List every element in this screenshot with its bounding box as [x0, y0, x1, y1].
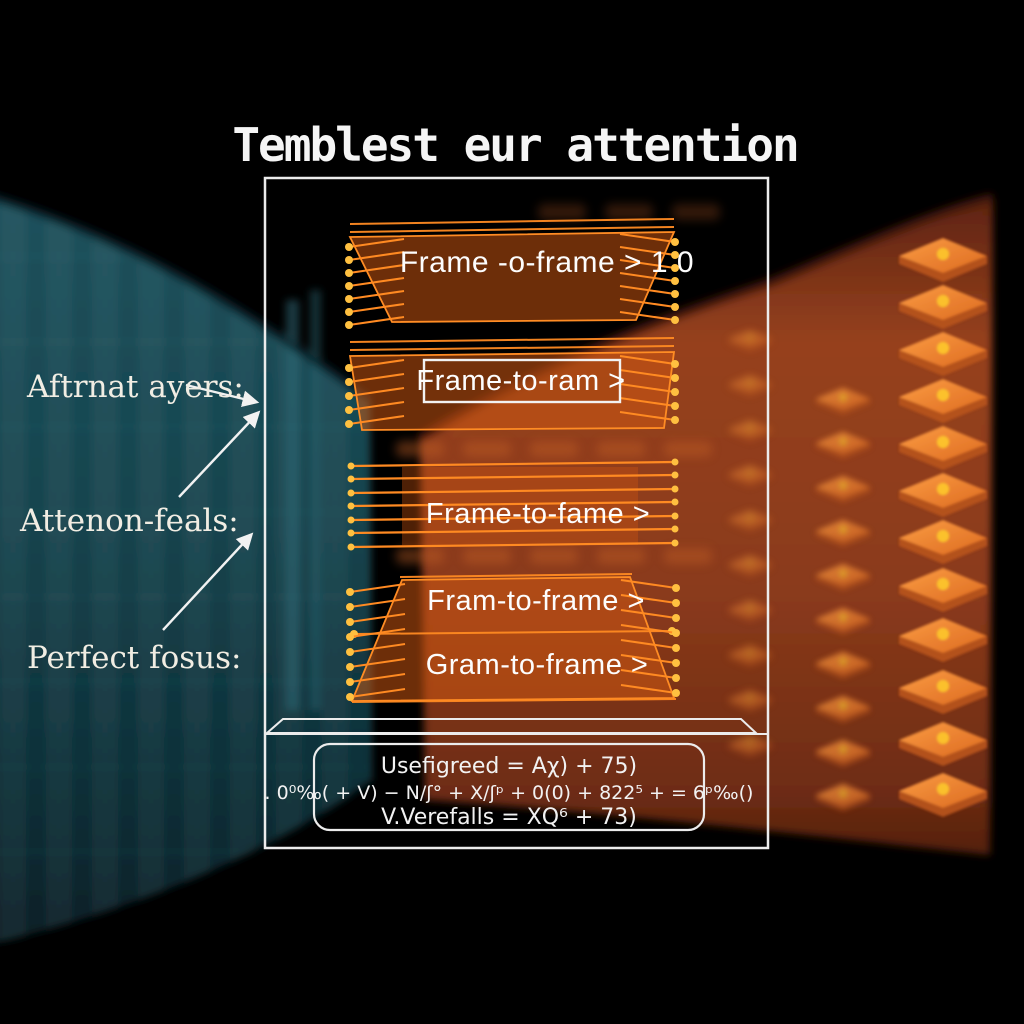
figure-title: Temblest eur attention	[232, 118, 797, 172]
arrow-2	[178, 410, 261, 498]
stack-face	[348, 231, 676, 323]
stack-rim	[349, 218, 675, 225]
annotation-arrows	[162, 383, 261, 631]
stack-rim	[349, 345, 675, 351]
dim-chip	[605, 204, 653, 220]
stack-fin	[344, 316, 405, 330]
stack-rim	[351, 698, 677, 703]
teal-wall	[0, 194, 373, 942]
arrow-1	[185, 383, 260, 407]
teal-column-bar	[286, 300, 299, 710]
formula-line-1: Usefigreed = Aχ) + 75)	[381, 754, 637, 779]
stack-rim	[399, 573, 633, 578]
teal-wall-rim	[0, 194, 373, 404]
dim-chip	[396, 441, 444, 457]
left-label-3: Perfect fosus:	[27, 640, 242, 676]
stack-face	[348, 351, 676, 431]
stack-4-label: Fram-to-frame >	[427, 585, 645, 617]
formula-box	[312, 742, 706, 832]
left-label-2: Attenon-feals:	[19, 503, 239, 539]
stack-frame-o-frame: Frame -o-frame > 1 0	[344, 218, 694, 330]
arrow-3	[162, 532, 254, 631]
dim-chip	[530, 548, 578, 564]
stack-frame-to-fame: Frame-to-fame >	[346, 457, 680, 552]
stack-mid-line	[353, 630, 673, 635]
left-label-1: Aftrnat ayers:	[26, 369, 244, 405]
stack-face	[350, 576, 676, 702]
dim-chip	[463, 548, 511, 564]
stack-rim	[349, 226, 675, 233]
dim-chip	[597, 548, 645, 564]
stack-rim	[349, 337, 675, 343]
stack-5-label: Gram-to-frame >	[426, 649, 649, 681]
stack-frame-to-ram: Frame-to-ram >	[344, 337, 680, 431]
dim-chip	[664, 441, 712, 457]
label-frame-box	[422, 358, 622, 404]
teal-wall-bands	[0, 199, 372, 942]
formula-line-2: . 0⁰‰( + V) − N/ʃ° + X/ʃᵖ + 0(0) + 822⁵ …	[265, 782, 754, 804]
dim-chip	[597, 441, 645, 457]
dim-chip	[463, 441, 511, 457]
stack-2-label: Frame-to-ram >	[416, 365, 625, 397]
stack-1-label: Frame -o-frame > 1 0	[400, 246, 694, 279]
dim-chip	[664, 548, 712, 564]
dim-chip	[538, 204, 586, 220]
formula-line-3: V.Verefalls = XQ⁶ + 73)	[381, 805, 637, 830]
stack-fram-gram: Fram-to-frame > Gram-to-frame >	[345, 573, 681, 703]
stack-3-label: Frame-to-fame >	[426, 498, 650, 530]
teal-column-bar	[310, 290, 321, 710]
dim-chip	[672, 204, 720, 220]
main-box-border	[263, 176, 770, 850]
dim-chip	[396, 548, 444, 564]
dim-chip	[530, 441, 578, 457]
